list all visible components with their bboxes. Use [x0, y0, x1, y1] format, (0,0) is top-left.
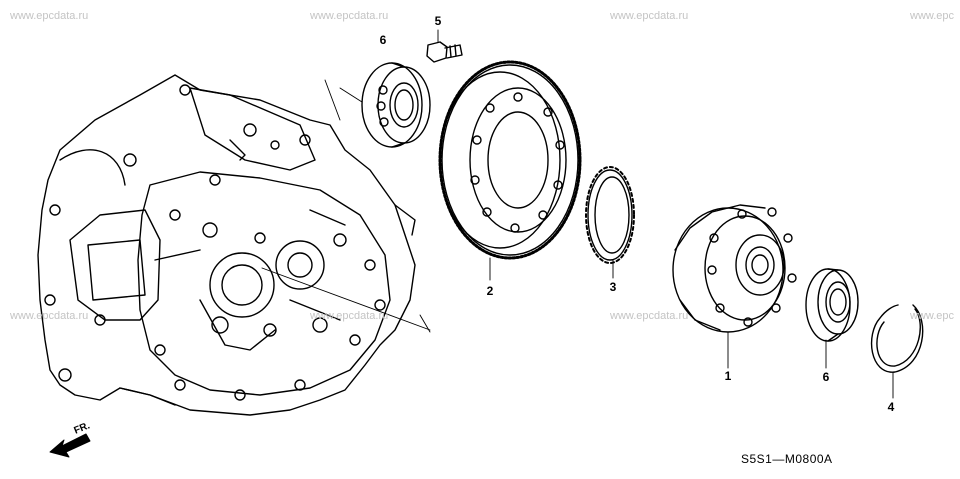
watermark: www.epcdata.ru	[610, 10, 689, 22]
housing-leader	[261, 267, 431, 331]
watermark: www.epc	[910, 310, 955, 322]
watermark: www.epcdata.ru	[10, 310, 89, 322]
sync-ring	[585, 166, 635, 279]
bolt	[426, 29, 463, 63]
differential-assembly	[672, 204, 797, 369]
watermark: www.epcdata.ru	[310, 310, 389, 322]
transmission-housing	[37, 74, 416, 416]
callout-ring[interactable]: 3	[609, 280, 617, 294]
callout-gear[interactable]: 2	[486, 284, 494, 298]
snap-clip	[870, 304, 924, 399]
callout-bearing-top[interactable]: 6	[379, 33, 387, 47]
watermark: www.epcdata.ru	[610, 310, 689, 322]
watermark: www.epcdata.ru	[10, 10, 89, 22]
diagram-code: S5S1—M0800A	[741, 452, 833, 466]
watermark: www.epcdata.ru	[310, 10, 389, 22]
callout-bearing-right[interactable]: 6	[822, 370, 830, 384]
fr-arrow-icon	[49, 433, 91, 458]
callout-bolt[interactable]: 5	[434, 14, 442, 28]
bearing-right	[805, 268, 859, 369]
callout-diff[interactable]: 1	[724, 369, 732, 383]
bearing-top	[324, 62, 431, 148]
callout-clip[interactable]: 4	[887, 400, 895, 414]
final-driven-gear	[438, 60, 582, 281]
watermark: www.epc	[910, 10, 955, 22]
